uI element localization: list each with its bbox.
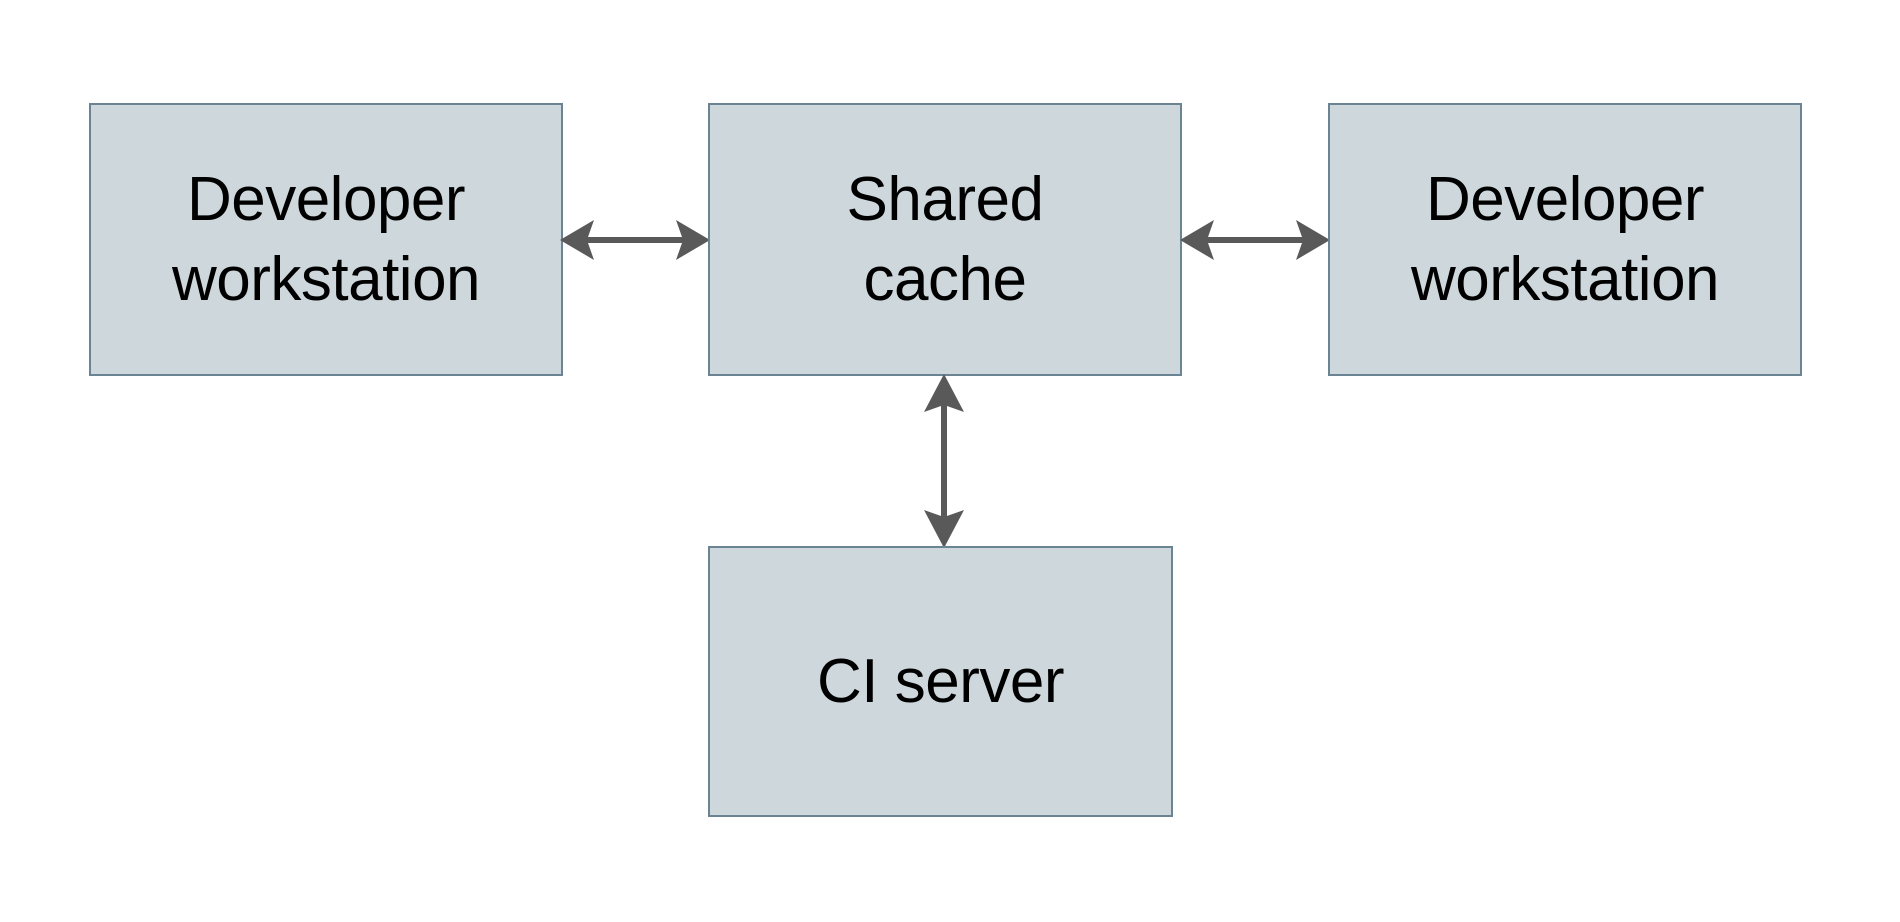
node-label: Developer workstation	[171, 165, 481, 314]
edge-shared-cache-to-ci-server	[916, 374, 972, 548]
node-label: CI server	[817, 646, 1064, 716]
node-label: Developer workstation	[1410, 165, 1720, 314]
node-ci-server[interactable]: CI server	[708, 546, 1173, 817]
node-shared-cache[interactable]: Shared cache	[708, 103, 1182, 376]
double-arrow-icon	[1180, 220, 1330, 260]
double-arrow-icon	[560, 220, 710, 260]
node-developer-workstation-left[interactable]: Developer workstation	[89, 103, 563, 376]
double-arrow-vertical-icon	[924, 374, 964, 548]
node-label: Shared cache	[846, 165, 1044, 314]
edge-shared-cache-to-developer-right	[1180, 212, 1330, 268]
edge-developer-left-to-shared-cache	[560, 212, 710, 268]
node-developer-workstation-right[interactable]: Developer workstation	[1328, 103, 1802, 376]
